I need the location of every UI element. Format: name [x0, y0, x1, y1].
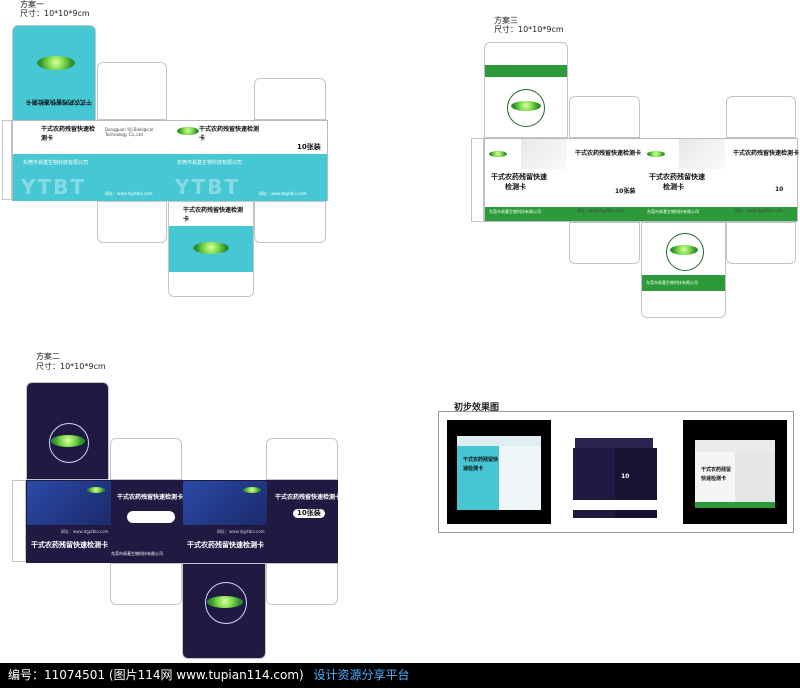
plan3-top-green-band: [485, 65, 567, 77]
plan3-globe-icon: [507, 89, 545, 127]
plan3-front-title-l1: 干式农药残留快速: [491, 173, 547, 181]
plan2-company: 东莞市易基生物科技有限公司: [111, 551, 163, 556]
plan1-main-strip: YTBT YTBT 东莞市易基生物科技有限公司 东莞市易基生物科技有限公司 干式…: [12, 120, 328, 201]
plan2-globe-icon: [49, 423, 89, 463]
plan3-company: 东莞市易基生物科技有限公司: [489, 209, 541, 214]
plan1-teal-band: [13, 154, 327, 201]
mockup-navy: 10: [569, 432, 661, 524]
plan2-flap-b: [266, 438, 338, 480]
plan2-quantity: 10张装: [293, 509, 325, 518]
plan3-front-title2-l1: 干式农药残留快速: [649, 173, 705, 181]
plan3-bottom-flap-b: [726, 222, 796, 264]
plan2-glue-flap: [12, 480, 26, 562]
plan2-website: 网址：www.dgytbio.com: [61, 529, 109, 534]
plan1-bottom-panel: 干式农药残留快速检测卡: [168, 201, 254, 297]
mockup-green-title: 干式农药残留快速检测卡: [701, 467, 732, 482]
plan3-front-title-l2: 检测卡: [505, 183, 526, 191]
plan2-bottom-panel: [182, 563, 266, 659]
plan3-logo-icon-3: [647, 151, 665, 157]
plan1-logo-icon-2: [177, 127, 199, 135]
plan1-website-2: 网址：www.dgytbio.com: [259, 191, 307, 196]
plan3-quantity-2: 10: [775, 186, 784, 193]
plan3-top-panel: [484, 42, 568, 138]
plan1-brand-watermark-2: YTBT: [175, 175, 241, 199]
plan2-front-title-2: 干式农药残留快速检测卡: [187, 541, 264, 549]
plan3-bottom-company: 东莞市易基生物科技有限公司: [646, 280, 698, 285]
plan1-company: 东莞市易基生物科技有限公司: [23, 160, 89, 166]
plan2-logo-icon-3: [243, 487, 261, 493]
plan1-brand-watermark: YTBT: [21, 175, 87, 199]
plan1-website: 网址：www.dgytbio.com: [105, 191, 153, 196]
plan2-bottom-globe-icon: [205, 582, 247, 624]
plan2-side-title-2: 干式农药残留快速检测卡: [275, 494, 342, 501]
plan1-bottom-logo-icon: [193, 242, 229, 254]
plan1-bottom-flap-b: [254, 201, 326, 243]
plan3-bottom-flap-a: [569, 222, 640, 264]
plan3-flap-b: [726, 96, 796, 138]
plan1-top-panel: [12, 25, 96, 121]
plan2-name: 方案二: [36, 352, 60, 361]
effects-frame: 干式农药残留快速检测卡 10 干式农药残留快速检测卡: [438, 411, 794, 533]
plan1-rotated-title: 干式农药残留快速检测卡: [25, 98, 92, 105]
plan2-logo-icon-2: [87, 487, 105, 493]
plan2-bottom-logo-icon: [207, 596, 243, 608]
plan3-logo-icon-2: [489, 151, 507, 157]
plan3-side-title: 干式农药残留快速检测卡: [575, 150, 642, 157]
plan2-website-2: 网址：www.dgytbio.com: [217, 529, 265, 534]
plan3-flap-a: [569, 96, 640, 138]
plan3-logo-icon: [511, 101, 541, 111]
plan1-logo-icon: [37, 56, 75, 70]
plan2-side-title: 干式农药残留快速检测卡: [117, 494, 184, 501]
plan3-green-band: [485, 207, 797, 221]
plan1-glue-flap: [2, 120, 12, 200]
watermark-footer: 编号：11074501 (图片114网 www.tupian114.com) 设…: [0, 663, 800, 688]
plan3-website-2: 网址：www.dgytbio.com: [735, 208, 783, 213]
plan3-bottom-panel: 东莞市易基生物科技有限公司: [641, 222, 726, 318]
plan1-company-2: 东莞市易基生物科技有限公司: [177, 160, 243, 166]
plan1-bottom-title: 干式农药残留快速检测卡: [183, 207, 244, 223]
plan3-front-title2-l2: 检测卡: [663, 183, 684, 191]
plan2-main-strip: 干式农药残留快速检测卡 干式农药残留快速检测卡 10张装 干式农药残留快速检测卡…: [26, 480, 342, 563]
plan2-top-panel: [26, 382, 109, 480]
plan1-front-title-2: 干式农药残留快速检测卡: [199, 126, 260, 142]
plan3-main-strip: 干式农药残留快速 检测卡 干式农药残留快速 检测卡 干式农药残留快速检测卡 干式…: [484, 138, 800, 222]
plan1-flap-b: [254, 78, 326, 120]
mockup-navy-qty: 10: [621, 473, 630, 480]
plan1-quantity: 10张装: [297, 143, 321, 151]
footer-id: 编号：11074501 (图片114网 www.tupian114.com): [8, 668, 304, 682]
plan3-bottom-logo-icon: [670, 245, 698, 255]
plan2-bottom-flap-b: [266, 563, 338, 605]
plan3-bottom-globe-icon: [666, 233, 704, 271]
plan2-front-title: 干式农药残留快速检测卡: [31, 541, 108, 549]
plan2-bottom-flap-a: [110, 563, 182, 605]
plan1-spec-text: Dongguan YiJi Biological Technology Co.,…: [105, 127, 154, 137]
plan2-logo-icon: [51, 435, 85, 447]
plan3-glue-flap: [471, 138, 484, 222]
plan3-quantity: 10张装: [615, 188, 636, 195]
plan3-name: 方案三: [494, 16, 518, 25]
mockup-teal-title: 干式农药残留快速检测卡: [463, 457, 499, 472]
plan1-flap-a: [97, 62, 167, 120]
plan3-website: 网址：www.dgytbio.com: [577, 208, 625, 213]
mockup-teal: 干式农药残留快速检测卡: [447, 420, 551, 524]
plan1-front-title: 干式农药残留快速检测卡: [41, 126, 96, 142]
plan1-name: 方案一: [20, 0, 44, 9]
plan3-company-2: 东莞市易基生物科技有限公司: [647, 209, 699, 214]
plan3-size: 尺寸：10*10*9cm: [494, 25, 564, 34]
plan1-size: 尺寸：10*10*9cm: [20, 9, 90, 18]
footer-tagline: 设计资源分享平台: [313, 668, 410, 682]
effects-title: 初步效果图: [454, 403, 500, 413]
plan1-bottom-flap-a: [97, 201, 167, 243]
mockup-green: 干式农药残留快速检测卡: [683, 420, 787, 524]
plan3-side-title-2: 干式农药残留快速检测卡: [733, 150, 800, 157]
plan2-size: 尺寸：10*10*9cm: [36, 362, 106, 371]
plan2-flap-a: [110, 438, 182, 480]
